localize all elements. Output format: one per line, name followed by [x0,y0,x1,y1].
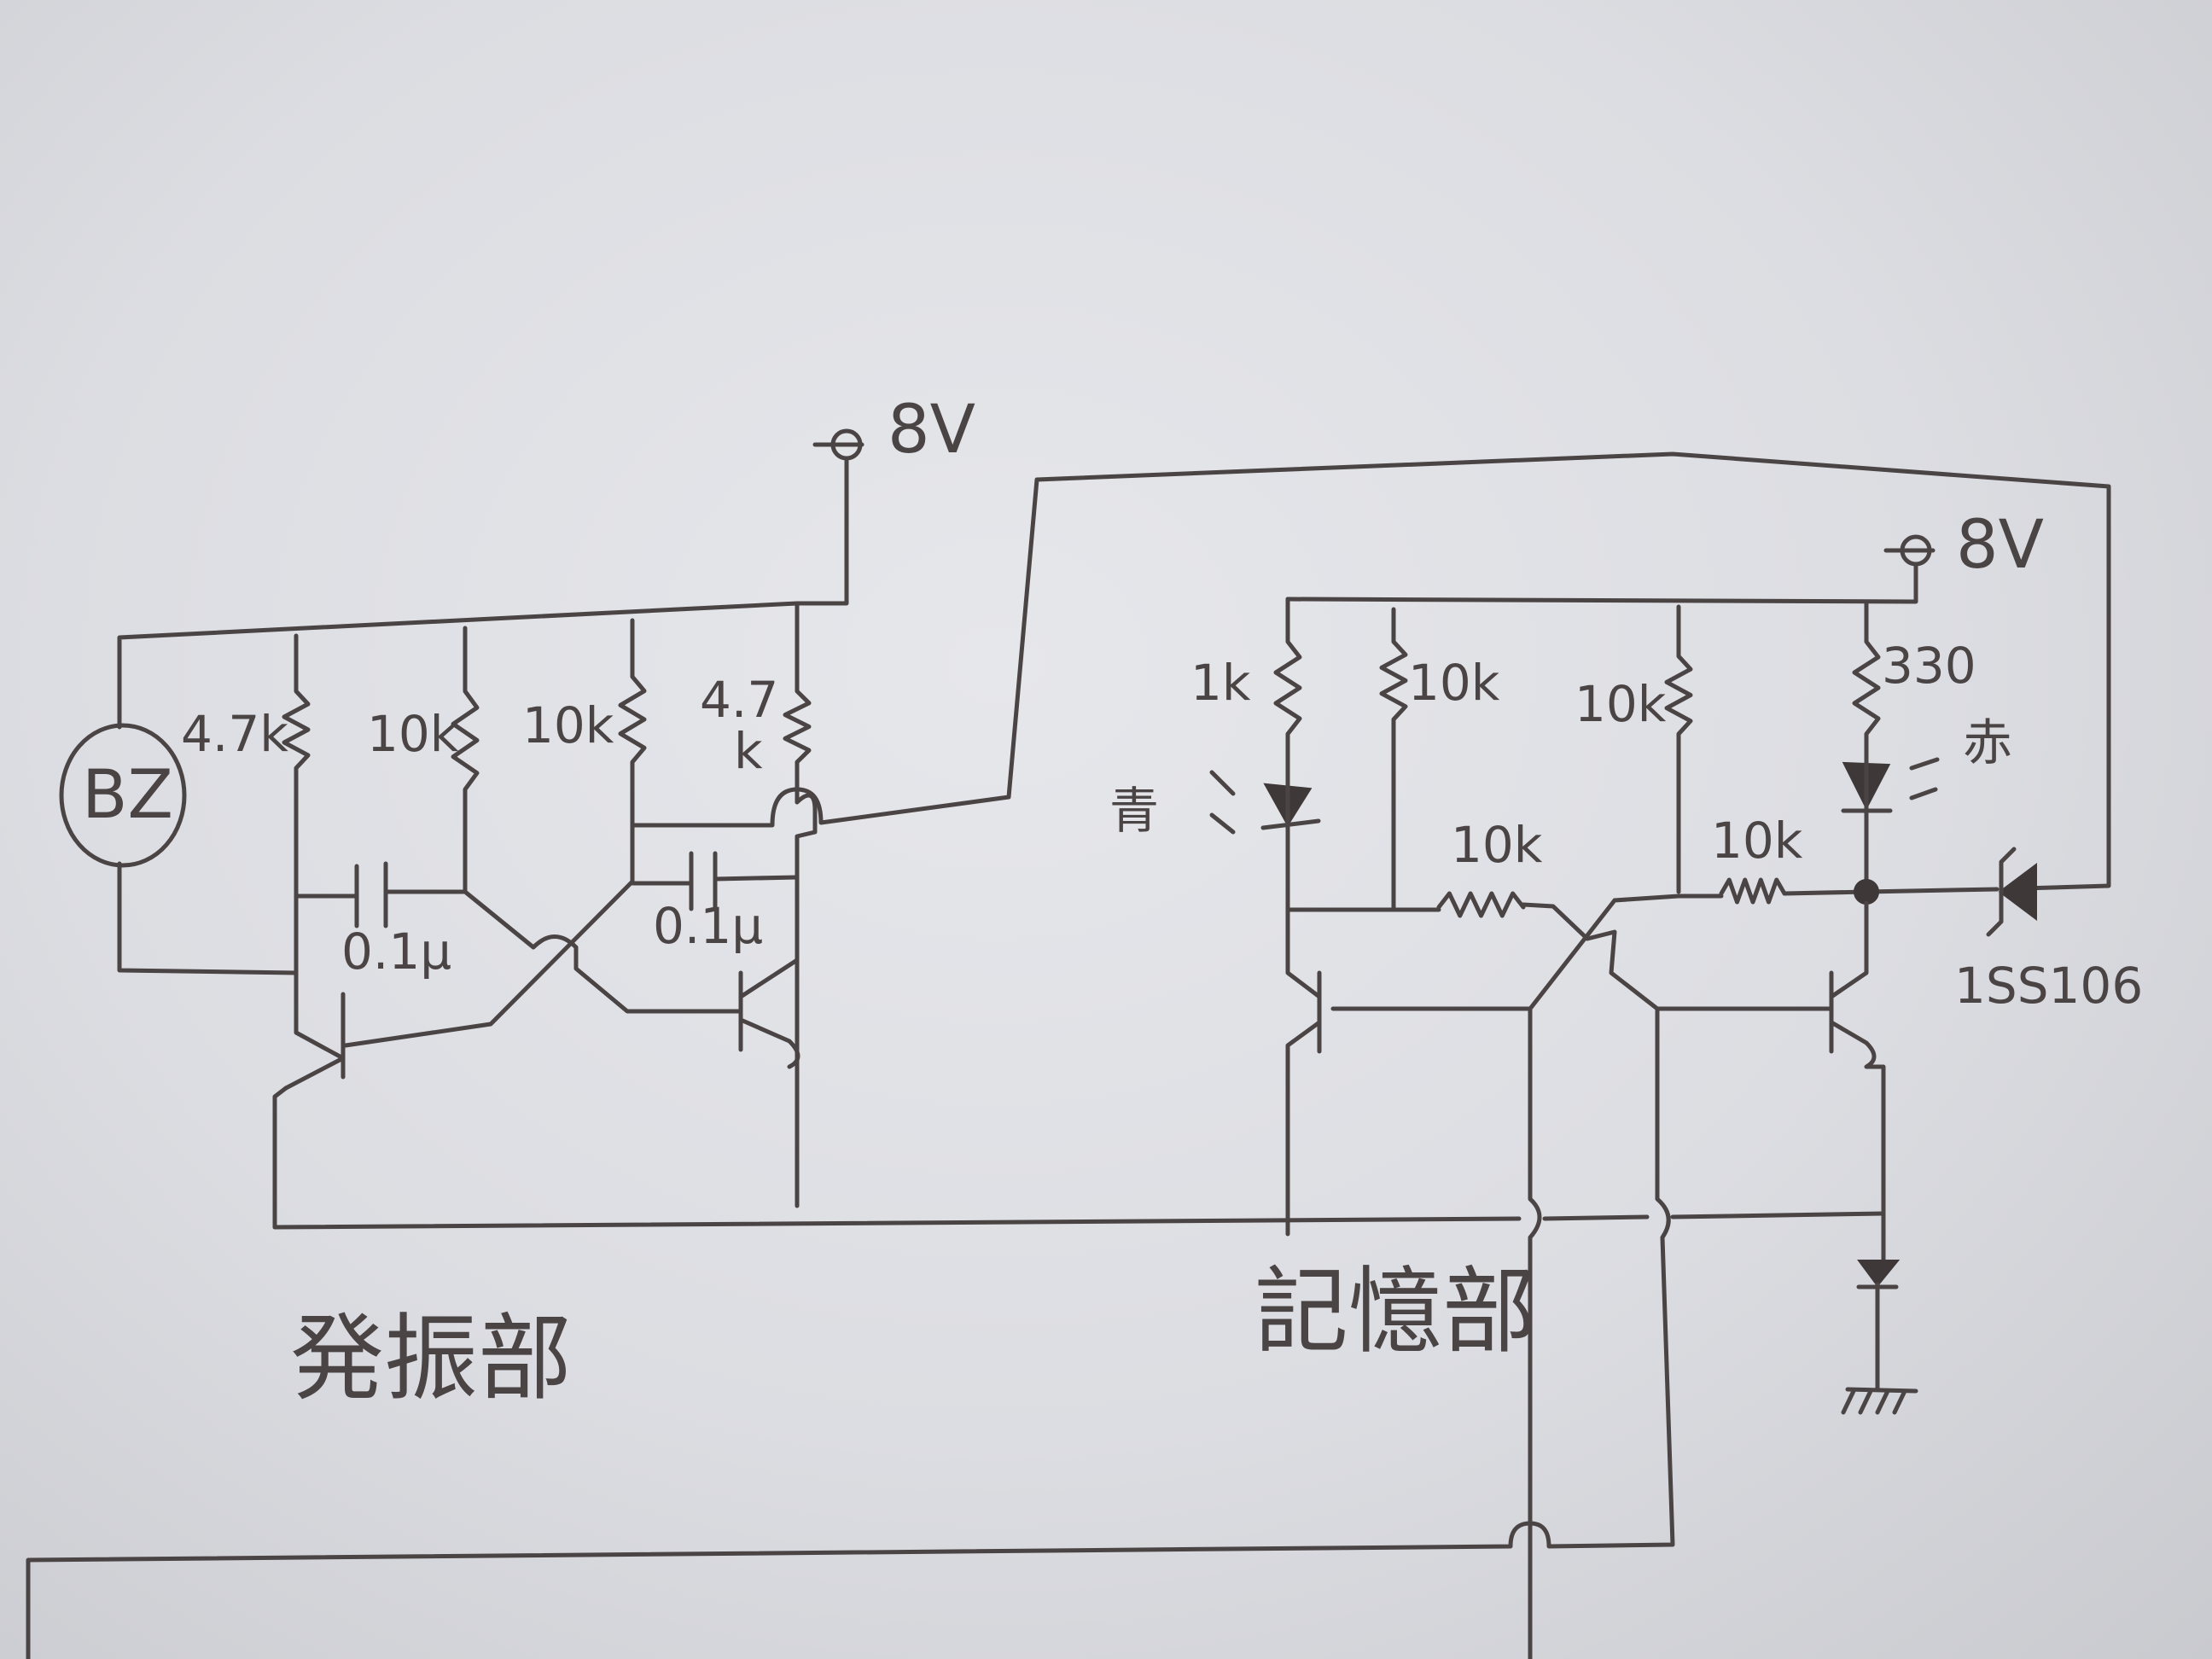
diode-label: 1SS106 [1954,957,2143,1015]
resistor-10k-b [1664,604,1693,894]
junction-dot [1854,879,1879,905]
led-label: 青 [1109,782,1159,840]
light-arrows-icon [1209,770,1236,835]
resistor-330 [1852,599,1881,766]
wire [117,861,299,975]
resistor-10k-a [1379,607,1408,912]
capacitor-label: 0.1μ [341,923,451,981]
supply-label: 8V [888,392,975,469]
supply-terminal-left: 8V [812,392,975,469]
wire [26,1006,1675,1659]
transistor-left [272,992,346,1230]
supply-terminal-right: 8V [1883,507,2044,584]
cross-wire [463,889,743,1014]
wire [1782,887,2000,896]
resistor-label: 4.7 [700,671,778,729]
buzzer: BZ [59,723,187,868]
oscillator-section: 8V BZ 4.7k 10k 10k 4.7 k 0.1μ 0.1μ [59,392,2111,1413]
wire [795,793,818,1208]
top-rail [1285,562,1918,604]
cross-wire [343,879,635,1048]
resistor-10k-1 [451,626,480,894]
diode-1ss106: 1SS106 [1954,847,2143,1015]
resistor-label: 10k [367,705,459,763]
section-label-memory: 記憶部 [1254,1257,1536,1366]
ground-rail [272,1211,1886,1230]
section-label-oscillator: 発振部 [290,1304,572,1413]
resistor-label: 10k [522,696,614,754]
led-label: 赤 [1963,713,2012,771]
resistor-10k-base-left [1436,891,1526,918]
ground-symbol [1841,1387,1918,1415]
resistor-label: k [734,722,763,780]
resistor-label: 1k [1190,654,1251,712]
transistor-memory-left [1285,907,1322,1237]
resistor-label: 10k [1711,812,1803,870]
capacitor-label: 0.1μ [653,897,763,955]
resistor-4.7k-right [783,602,812,805]
resistor-label: 10k [1408,654,1500,712]
resistor-1k [1273,597,1302,785]
wire [630,451,2111,891]
resistor-label: 10k [1451,816,1543,874]
led-blue: 青 [1109,770,1321,912]
cross-wire [1330,898,1617,1011]
wire [1612,894,1724,903]
buzzer-label: BZ [82,757,173,834]
diode-ground [1856,1260,1901,1392]
resistor-10k-base-right [1719,877,1787,905]
capacitor-right: 0.1μ [630,851,800,955]
memory-section: 8V 1k 10k 10k 330 青 赤 10k 10k [26,507,2143,1659]
transistor-right [738,958,800,1069]
led-red: 赤 [1841,713,2012,894]
resistor-label: 4.7k [181,705,288,763]
wire [1528,1006,1542,1659]
resistor-10k-2 [618,618,647,884]
resistor-label: 330 [1882,637,1976,695]
supply-label: 8V [1956,507,2044,584]
light-arrows-icon [1909,757,1940,800]
capacitor-left: 0.1μ [294,861,468,981]
transistor-memory-right [1829,900,1886,1272]
resistor-label: 10k [1575,675,1667,733]
resistor-4.7k-left [282,633,311,1022]
